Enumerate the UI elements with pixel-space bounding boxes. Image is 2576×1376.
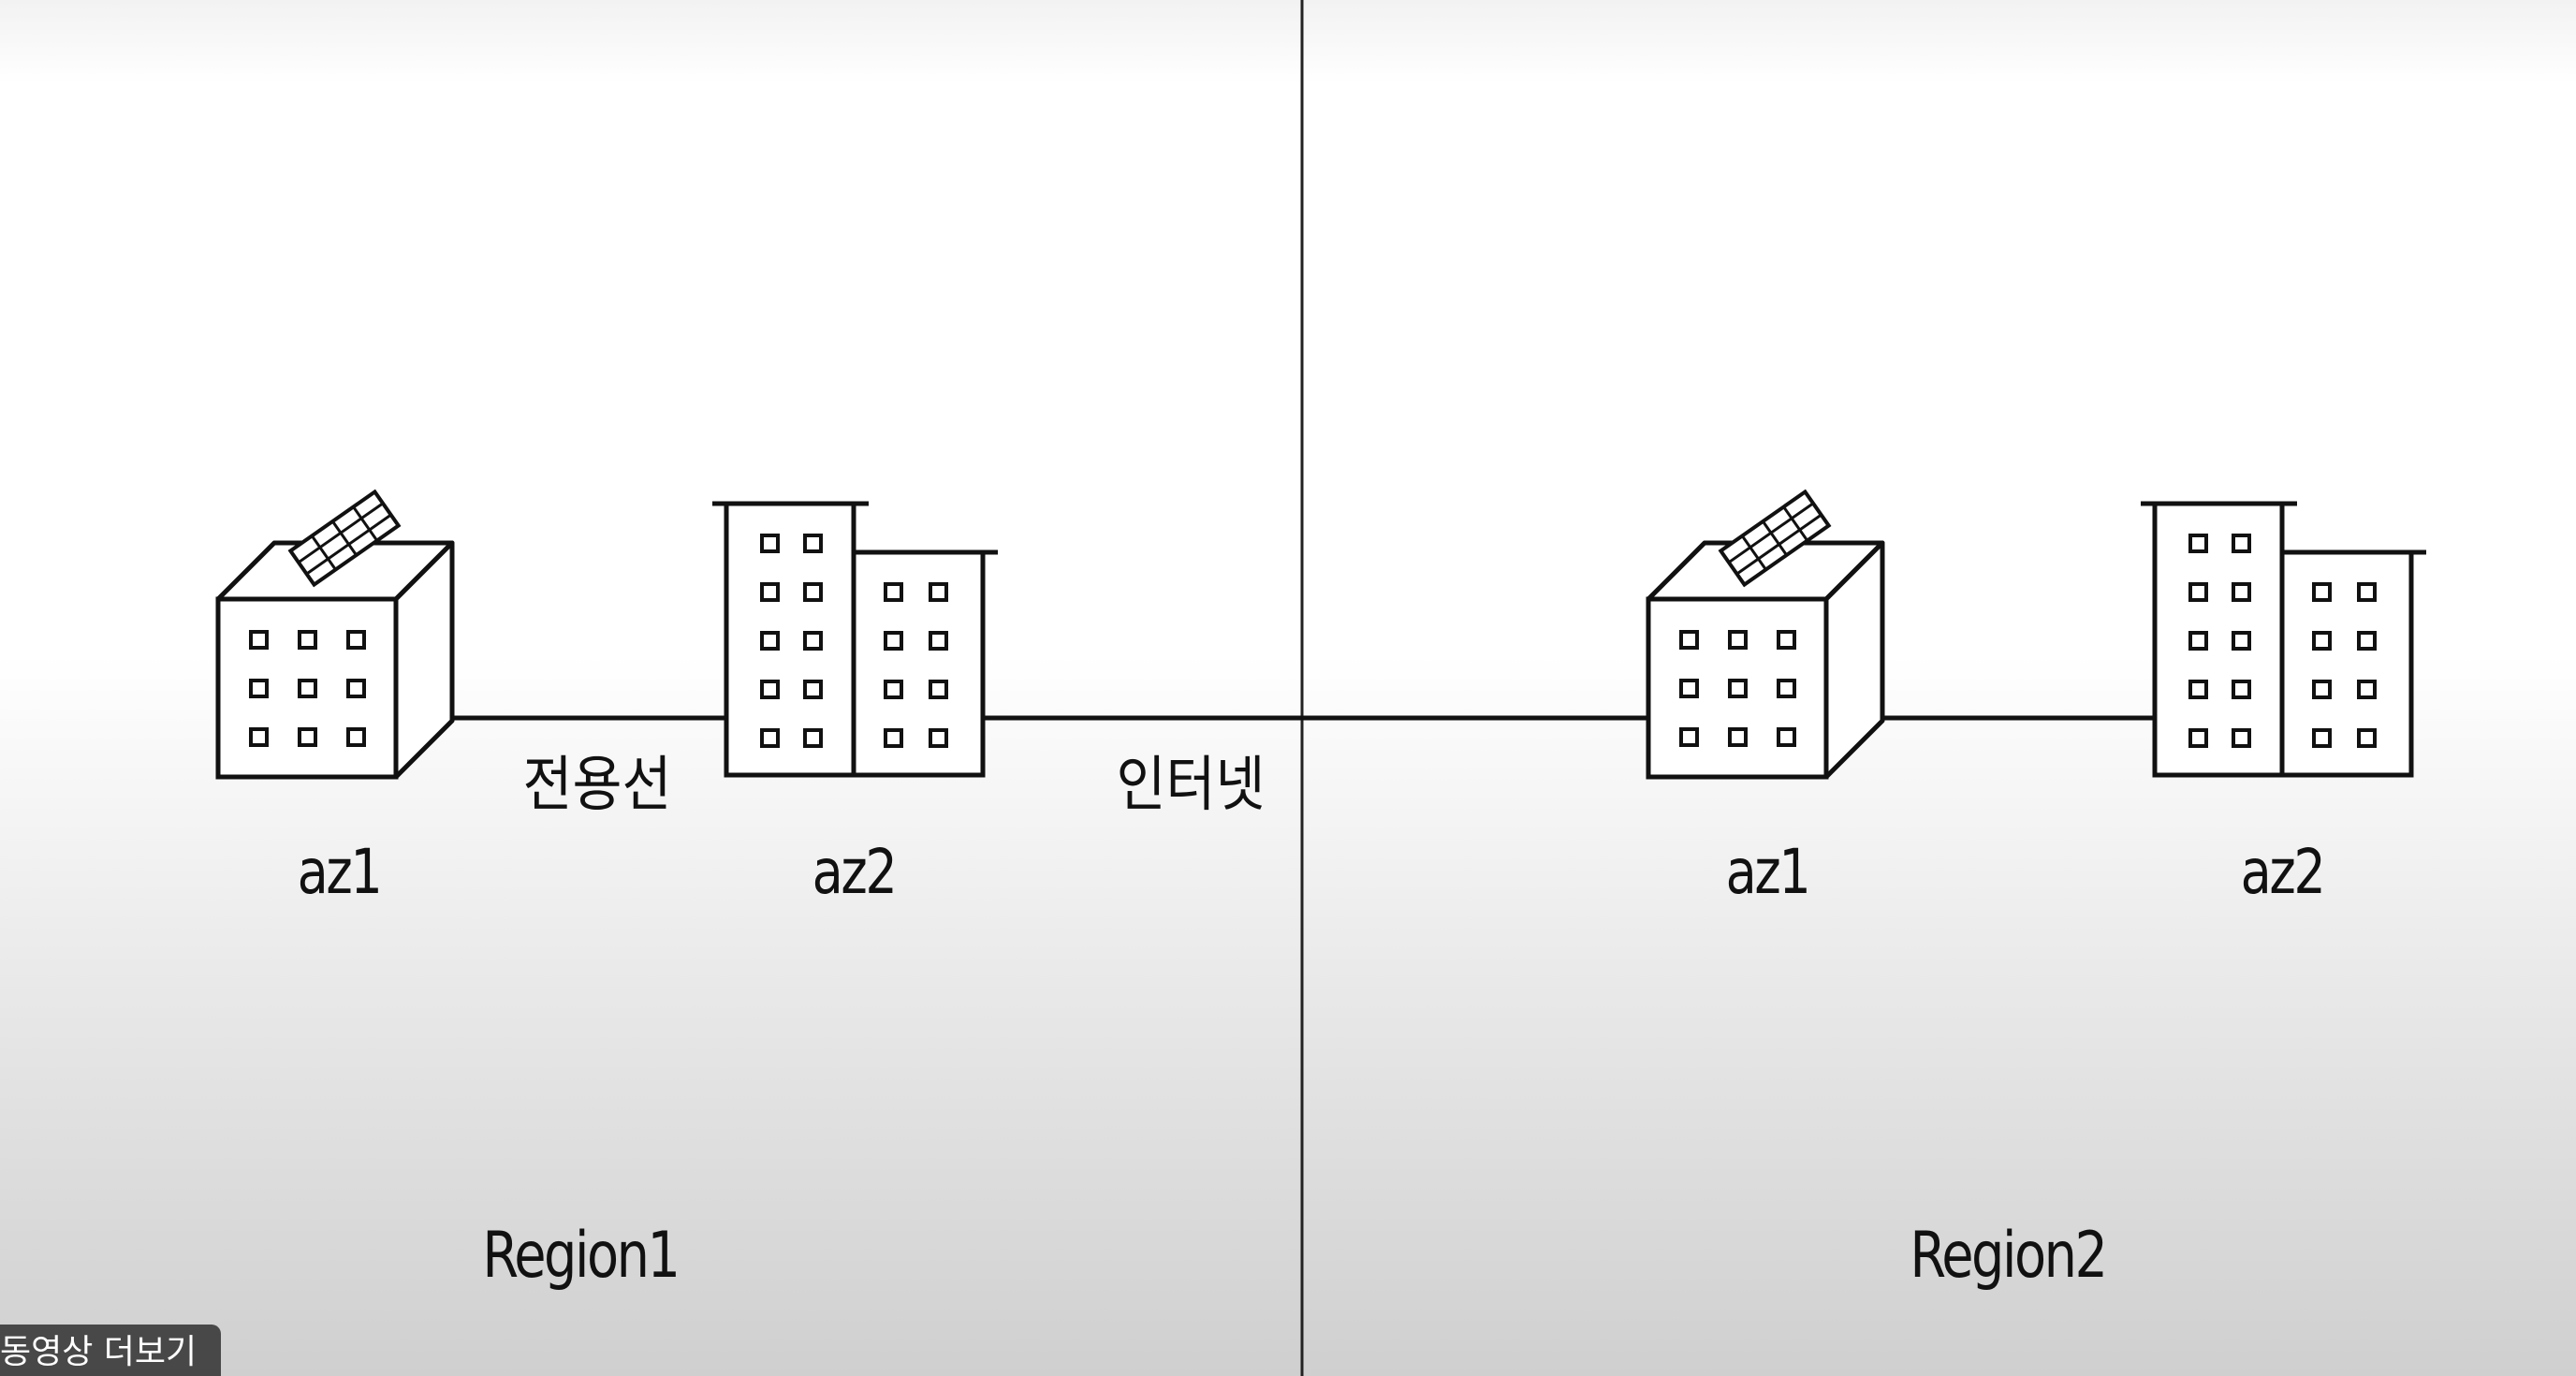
region1-az2-label: az2 <box>812 836 898 908</box>
region2-az2-label: az2 <box>2240 836 2326 908</box>
region1-az1-building-icon <box>218 491 452 777</box>
region1-az1-label: az1 <box>297 836 383 908</box>
internet-label: 인터넷 <box>1116 751 1266 820</box>
region2-az1-label: az1 <box>1725 836 1811 908</box>
region2-label: Region2 <box>1910 1219 2108 1293</box>
region1-label: Region1 <box>482 1219 681 1293</box>
dedicated-line-label: 전용선 <box>522 751 672 820</box>
region2-az1-building-icon <box>1648 491 1882 777</box>
region1-az2-building-icon <box>712 504 998 775</box>
more-videos-button[interactable]: 동영상 더보기 <box>0 1325 221 1376</box>
region2-az2-building-icon <box>2141 504 2426 775</box>
